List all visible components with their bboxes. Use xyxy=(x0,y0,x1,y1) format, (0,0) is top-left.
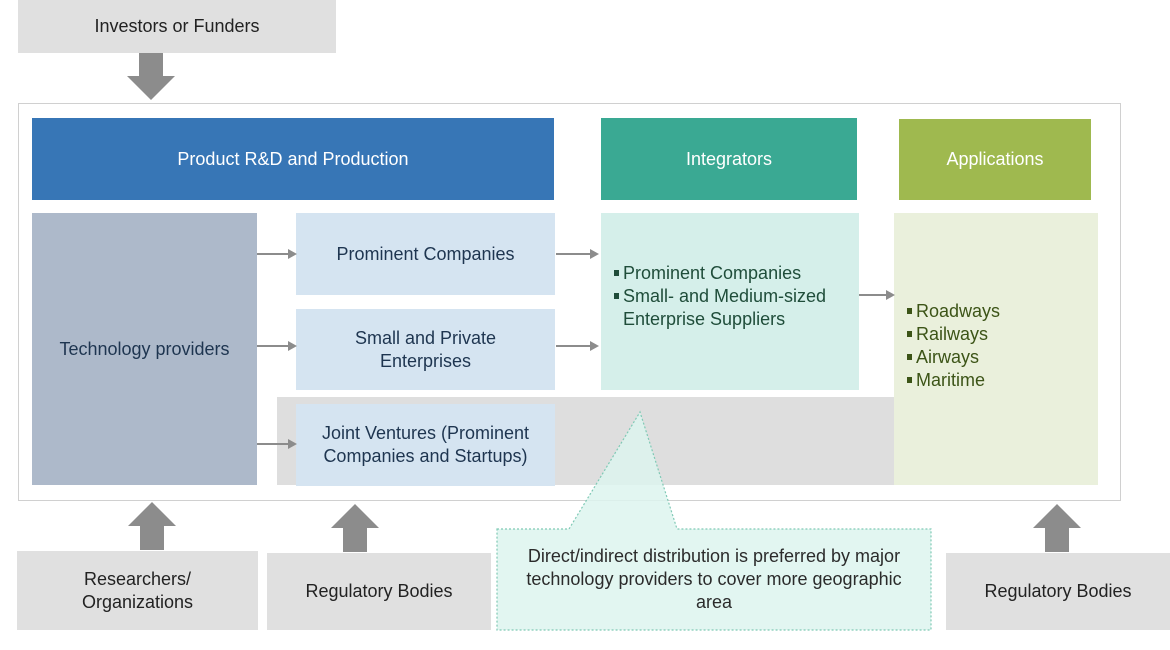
regulatory-bodies-right-box: Regulatory Bodies xyxy=(946,553,1170,630)
applications-list-item: Maritime xyxy=(907,369,1000,392)
applications-header: Applications xyxy=(899,119,1091,200)
applications-list-item: Roadways xyxy=(907,300,1000,323)
regulatory-bodies-right-label: Regulatory Bodies xyxy=(984,581,1132,601)
integrators-header: Integrators xyxy=(601,118,857,200)
joint-ventures-label: Joint Ventures (Prominent Companies and … xyxy=(321,423,530,466)
small-private-enterprises-label: Small and Private Enterprises xyxy=(354,327,497,371)
technology-providers-box: Technology providers xyxy=(32,213,257,485)
investors-label: Investors or Funders xyxy=(94,16,260,36)
integrators-header-label: Integrators xyxy=(685,148,773,169)
rnd-header-label: Product R&D and Production xyxy=(177,148,409,169)
small-private-enterprises-box: Small and Private Enterprises xyxy=(296,309,555,390)
integrators-list-item: Small- and Medium-sized Enterprise Suppl… xyxy=(614,285,848,331)
down-arrow-icon xyxy=(127,53,175,100)
regulatory-bodies-left-box: Regulatory Bodies xyxy=(267,553,491,630)
callout-text: Direct/indirect distribution is preferre… xyxy=(526,546,902,612)
callout-box: Direct/indirect distribution is preferre… xyxy=(500,532,928,627)
applications-header-label: Applications xyxy=(946,149,1044,169)
integrators-body: Prominent Companies Small- and Medium-si… xyxy=(601,213,859,390)
rnd-header: Product R&D and Production xyxy=(32,118,554,200)
regulatory-bodies-left-label: Regulatory Bodies xyxy=(305,581,453,601)
applications-body: Roadways Railways Airways Maritime xyxy=(894,213,1098,485)
researchers-label: Researchers/ Organizations xyxy=(81,568,194,612)
investors-box: Investors or Funders xyxy=(18,0,336,53)
integrators-list-item: Prominent Companies xyxy=(614,262,848,285)
applications-list: Roadways Railways Airways Maritime xyxy=(907,300,1000,392)
up-arrow-icon xyxy=(128,502,176,550)
integrators-list: Prominent Companies Small- and Medium-si… xyxy=(614,262,848,331)
up-arrow-icon xyxy=(331,504,379,552)
prominent-companies-label: Prominent Companies xyxy=(336,243,515,264)
applications-list-item: Railways xyxy=(907,323,1000,346)
up-arrow-icon xyxy=(1033,504,1081,552)
applications-list-item: Airways xyxy=(907,346,1000,369)
joint-ventures-box: Joint Ventures (Prominent Companies and … xyxy=(296,404,555,486)
researchers-box: Researchers/ Organizations xyxy=(17,551,258,630)
prominent-companies-box: Prominent Companies xyxy=(296,213,555,295)
technology-providers-label: Technology providers xyxy=(59,338,230,359)
